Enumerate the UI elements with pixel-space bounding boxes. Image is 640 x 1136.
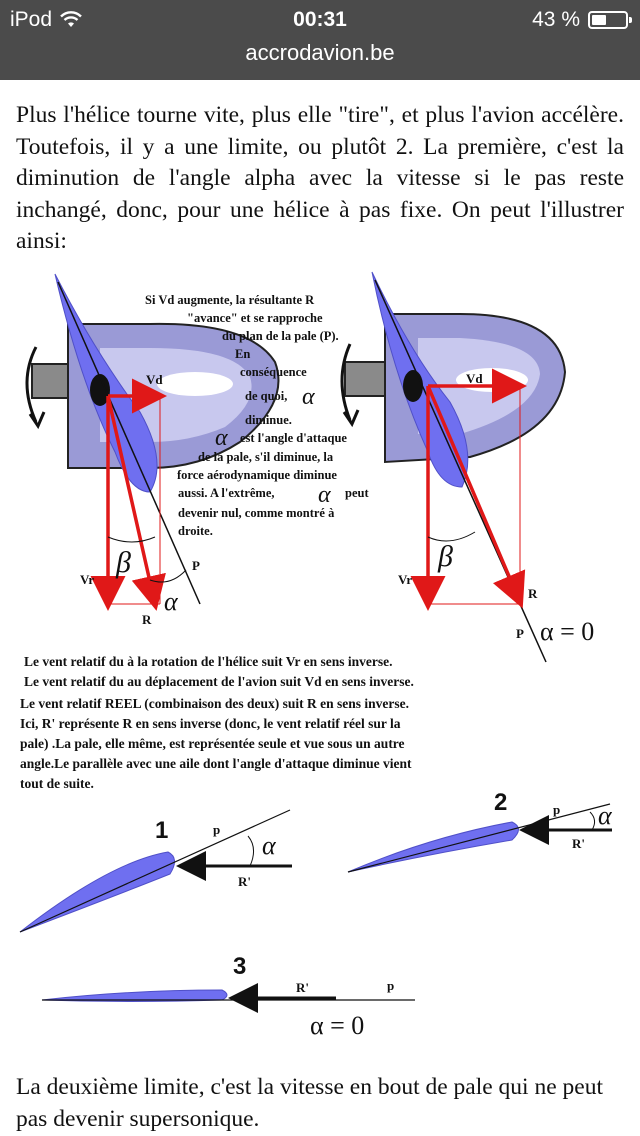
diagram-svg: Vd Vr R P β α Si Vd augmente, la résulta…: [19, 271, 613, 1040]
airfoil-2-p-label: p: [553, 802, 560, 817]
battery-percent: 43 %: [532, 8, 580, 31]
annotation-block: Si Vd augmente, la résultante R "avance"…: [145, 293, 369, 538]
status-bar: iPod 00:31 43 % accrodavion.be: [0, 0, 640, 80]
airfoil-2-number: 2: [494, 789, 507, 816]
caption-line-4: Ici, R' représente R en sens inverse (do…: [20, 716, 401, 731]
battery-icon: [588, 11, 632, 29]
airfoil-3-number: 3: [233, 953, 246, 980]
caption-line-2: Le vent relatif du au déplacement de l'a…: [24, 674, 414, 689]
right-beta-label: β: [437, 540, 453, 573]
airfoil-1-r-label: R': [238, 874, 251, 889]
airfoil-3-p-label: p: [387, 978, 394, 993]
right-r-label: R: [528, 586, 538, 601]
right-shaft: [344, 361, 388, 397]
left-alpha-label: α: [164, 587, 179, 616]
airfoil-1: 1 p α R': [19, 809, 292, 933]
annotation-line-13: devenir nul, comme montré à: [178, 506, 335, 520]
left-alpha-arc: [149, 569, 187, 583]
right-vd-label: Vd: [466, 371, 483, 386]
annotation-alpha-2: α: [215, 425, 228, 451]
right-hub-hole: [403, 370, 423, 402]
annotation-line-12: peut: [345, 486, 369, 500]
wifi-icon: [60, 11, 82, 27]
left-beta-arc: [107, 536, 156, 543]
clock: 00:31: [293, 8, 347, 31]
left-vd-label: Vd: [146, 372, 163, 387]
left-beta-label: β: [115, 546, 131, 579]
caption-line-1: Le vent relatif du à la rotation de l'hé…: [24, 654, 393, 669]
left-propeller: Vd Vr R P β α: [25, 273, 280, 627]
left-r-label: R: [142, 612, 152, 627]
annotation-line-3: du plan de la pale (P).: [222, 329, 339, 343]
right-vr-label: Vr: [398, 572, 412, 587]
annotation-line-11: aussi. A l'extrême,: [178, 486, 275, 500]
annotation-line-2: "avance" et se rapproche: [187, 311, 323, 325]
airfoil-1-alpha-arc: [247, 835, 254, 867]
caption-line-5: pale) .La pale, elle même, est représent…: [20, 736, 405, 751]
annotation-line-10: force aérodynamique diminue: [177, 468, 337, 482]
airfoil-1-p-line: [19, 809, 291, 933]
airfoil-1-shape: [19, 851, 175, 933]
airfoil-1-p-label: p: [213, 822, 220, 837]
airfoil-1-number: 1: [155, 817, 168, 844]
annotation-line-9: de la pale, s'il diminue, la: [198, 450, 334, 464]
battery-level: [592, 15, 606, 25]
right-rotation-arrow: [340, 343, 352, 421]
annotation-alpha-1: α: [302, 384, 315, 410]
airfoil-1-alpha-label: α: [262, 831, 277, 860]
airfoil-3-r-label: R': [296, 980, 309, 995]
annotation-line-8: est l'angle d'attaque: [240, 431, 347, 445]
airfoil-2-alpha-label: α: [598, 801, 613, 830]
propeller-diagram: Vd Vr R P β α Si Vd augmente, la résulta…: [0, 262, 640, 1052]
left-p-label: P: [192, 558, 200, 573]
article-paragraph-2: La deuxième limite, c'est la vitesse en …: [16, 1074, 603, 1132]
left-rotation-arrow: [25, 346, 38, 423]
right-beta-arc: [427, 531, 476, 542]
annotation-line-14: droite.: [178, 524, 213, 538]
left-shaft: [31, 363, 71, 399]
device-name: iPod: [10, 8, 53, 31]
airfoil-2-alpha-arc: [589, 811, 596, 831]
page-url[interactable]: accrodavion.be: [245, 40, 395, 65]
airfoil-2-shape: [347, 821, 519, 873]
status-right: 43 %: [532, 8, 632, 32]
caption-line-6: angle.Le parallèle avec une aile dont l'…: [20, 756, 412, 771]
annotation-line-1: Si Vd augmente, la résultante R: [145, 293, 315, 307]
right-r-arrow: [426, 385, 526, 609]
caption-line-3: Le vent relatif REEL (combinaison des de…: [20, 696, 410, 711]
status-left: iPod: [10, 8, 82, 32]
airfoil-2: 2 p α R': [347, 789, 613, 873]
right-propeller: Vd Vr R P β α = 0: [340, 271, 594, 663]
right-p-label: P: [516, 626, 524, 641]
airfoil-3: 3 R' p α = 0: [41, 953, 415, 1040]
article-paragraph-1: Plus l'hélice tourne vite, plus elle "ti…: [16, 102, 624, 254]
airfoil-3-alpha-zero-label: α = 0: [310, 1011, 364, 1040]
left-hub-highlight: [157, 372, 233, 396]
annotation-line-4: En: [235, 347, 250, 361]
airfoil-2-r-label: R': [572, 836, 585, 851]
left-hub-hole: [90, 374, 110, 406]
annotation-line-6: de quoi,: [245, 389, 287, 403]
right-alpha-zero-label: α = 0: [540, 617, 594, 646]
left-p-line: [57, 281, 201, 605]
airfoil-3-shape: [41, 989, 228, 1002]
airfoil-2-p-line: [347, 803, 611, 873]
annotation-alpha-3: α: [318, 482, 331, 508]
left-r-arrow: [106, 395, 166, 611]
annotation-line-7: diminue.: [245, 413, 292, 427]
caption-line-7: tout de suite.: [20, 776, 94, 791]
left-vr-label: Vr: [80, 572, 94, 587]
annotation-line-5: conséquence: [240, 365, 307, 379]
